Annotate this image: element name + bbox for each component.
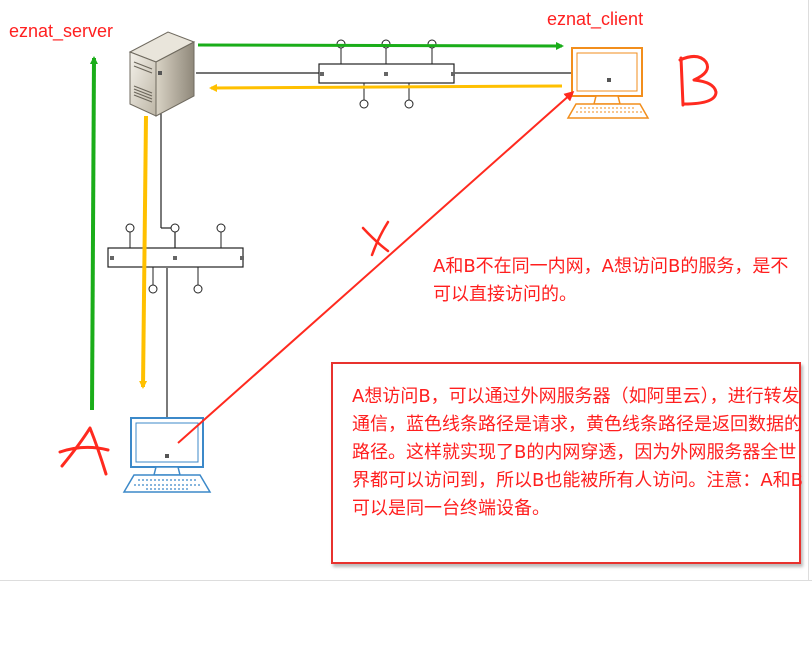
explanation-box: A想访问B，可以通过外网服务器（如阿里云），进行转发通信，蓝色线条路径是请求，黄… <box>331 362 803 564</box>
letter-b-mark <box>678 55 718 107</box>
response-arrow-b-to-server <box>209 83 563 92</box>
upper-hub <box>318 39 455 109</box>
client-label: eznat_client <box>547 9 644 29</box>
blocked-x-mark <box>361 220 390 257</box>
response-arrow-server-to-a <box>139 115 148 389</box>
request-arrow-server-to-b <box>197 41 564 50</box>
explanation-text: A想访问B，可以通过外网服务器（如阿里云），进行转发通信，蓝色线条路径是请求，黄… <box>352 386 804 519</box>
bottom-divider <box>0 580 812 581</box>
client-b-monitor-icon <box>566 47 650 119</box>
server-icon <box>128 31 196 117</box>
blocked-direct-path <box>177 91 575 444</box>
letter-a-mark <box>58 426 110 476</box>
request-arrow-a-to-server <box>89 56 98 411</box>
server-label: eznat_server <box>9 21 114 41</box>
client-a-monitor-icon <box>122 417 212 493</box>
lower-hub <box>107 223 244 294</box>
right-divider <box>808 0 809 580</box>
cannot-access-note: A和B不在同一内网，A想访问B的服务，是不可以直接访问的。 <box>433 256 789 305</box>
